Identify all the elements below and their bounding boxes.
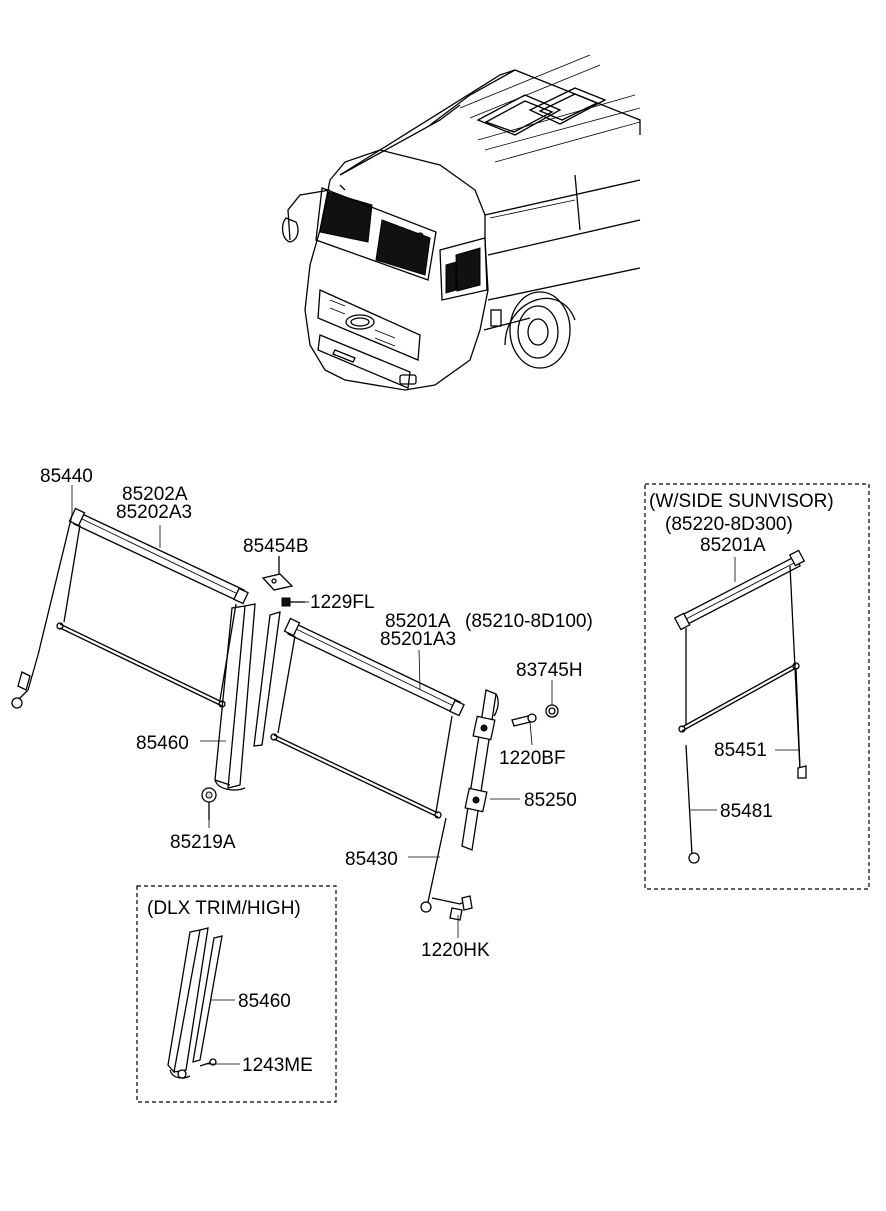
label-85210-8D100: (85210-8D100) <box>465 611 593 632</box>
label-1220BF: 1220BF <box>499 748 566 769</box>
label-85454B: 85454B <box>243 536 309 557</box>
label-85202A3: 85202A3 <box>116 502 192 523</box>
label-85440: 85440 <box>40 466 93 487</box>
side-sunvisor-box <box>644 483 870 890</box>
left-sunvisor-assembly <box>11 507 249 709</box>
trim-85460-left <box>201 603 281 820</box>
label-side-85201A: 85201A <box>700 535 766 556</box>
bus-illustration <box>281 54 641 391</box>
trim-85250 <box>461 689 559 851</box>
label-85219A: 85219A <box>170 832 236 853</box>
dlx-trim-box <box>136 885 337 1103</box>
bracket-85454B <box>261 556 305 607</box>
label-85460: 85460 <box>136 733 189 754</box>
label-85481: 85481 <box>720 801 773 822</box>
side-sunvisor-title: (W/SIDE SUNVISOR) <box>649 491 834 512</box>
label-83745H: 83745H <box>516 660 583 681</box>
side-sunvisor-code: (85220-8D300) <box>665 514 793 535</box>
label-1229FL: 1229FL <box>310 592 374 613</box>
label-dlx-85460: 85460 <box>238 991 291 1012</box>
center-sunvisor-assembly <box>270 617 465 819</box>
label-1243ME: 1243ME <box>242 1055 313 1076</box>
label-85250: 85250 <box>524 790 577 811</box>
label-85201A3: 85201A3 <box>380 629 456 650</box>
cable-85430 <box>420 817 473 921</box>
leader-lines <box>71 485 800 1065</box>
dlx-trim-title: (DLX TRIM/HIGH) <box>147 898 301 919</box>
label-1220HK: 1220HK <box>421 940 490 961</box>
label-85202A: 85202A <box>122 484 188 505</box>
label-85201A: 85201A <box>385 611 451 632</box>
label-85451: 85451 <box>714 740 767 761</box>
label-85430: 85430 <box>345 849 398 870</box>
